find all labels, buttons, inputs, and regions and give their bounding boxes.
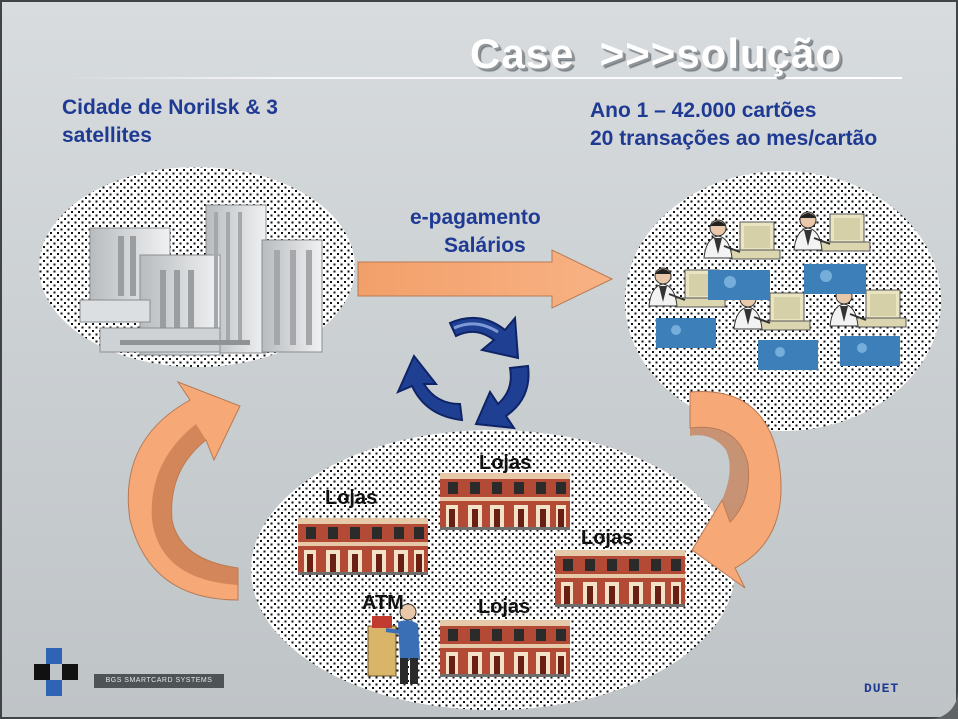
store-label-4: Lojas bbox=[478, 596, 531, 618]
payment-label-line-2: Salários bbox=[444, 234, 526, 257]
store-building-2 bbox=[440, 473, 570, 530]
atm-user-illustration bbox=[367, 603, 420, 684]
bgs-logo-icon bbox=[34, 648, 78, 696]
slide-title: Case >>>solução bbox=[470, 30, 843, 77]
city-buildings-illustration bbox=[79, 204, 323, 356]
footer-brand-label: BGS SMARTCARD SYSTEMS bbox=[94, 674, 224, 688]
footer-right-logo: DUET bbox=[864, 681, 900, 696]
store-label-2: Lojas bbox=[479, 452, 532, 474]
left-curved-arrow-icon bbox=[127, 380, 241, 601]
city-label-line-2: satellites bbox=[62, 124, 152, 147]
store-building-1 bbox=[298, 518, 428, 575]
cards-label-line-1: Ano 1 – 42.000 cartões bbox=[590, 99, 817, 122]
atm-label: ATM bbox=[362, 592, 404, 614]
store-label-3: Lojas bbox=[581, 527, 634, 549]
recycle-icon bbox=[396, 315, 530, 430]
office-workers-illustration bbox=[648, 211, 907, 370]
payment-label-line-1: e-pagamento bbox=[410, 206, 541, 229]
store-label-1: Lojas bbox=[325, 487, 378, 509]
cards-label-line-2: 20 transações ao mes/cartão bbox=[590, 127, 878, 150]
city-label-line-1: Cidade de Norilsk & 3 bbox=[62, 96, 278, 119]
title-rule bbox=[62, 77, 902, 79]
store-building-3 bbox=[555, 550, 685, 607]
store-building-4 bbox=[440, 620, 570, 677]
payment-arrow-icon bbox=[357, 249, 614, 309]
